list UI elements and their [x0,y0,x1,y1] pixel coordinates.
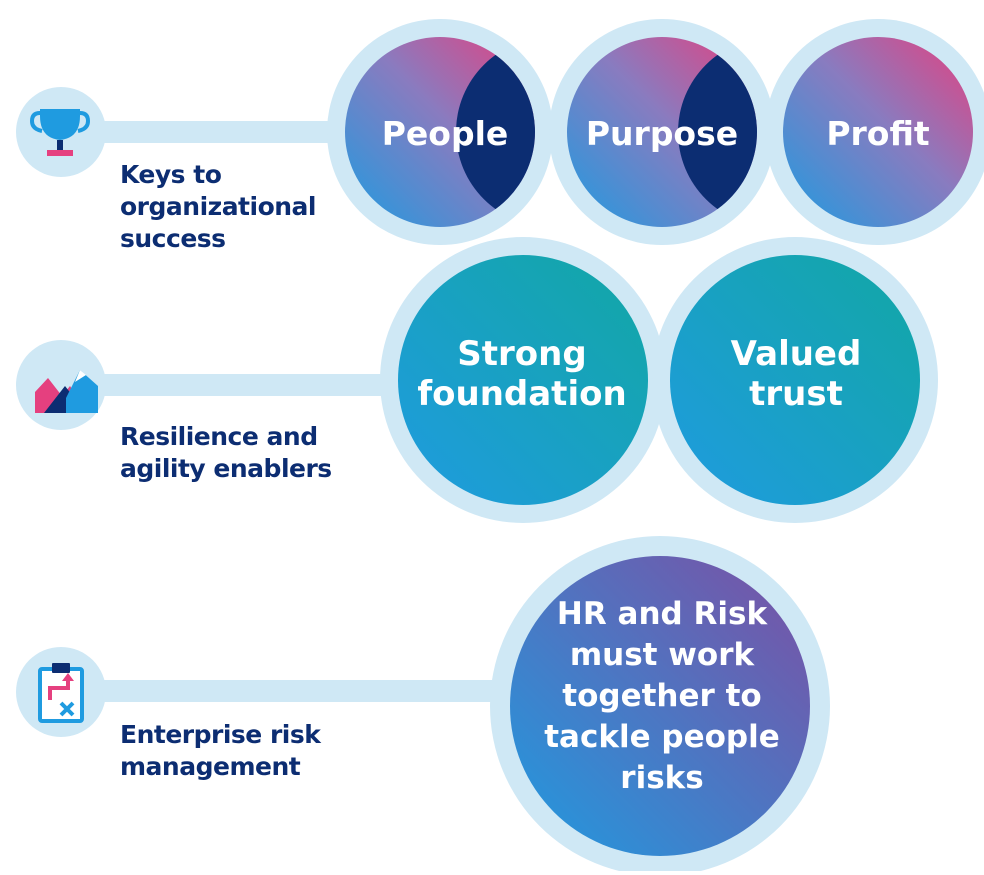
circle-label-purpose-line: Purpose [586,114,738,153]
circle-label-strong-foundation-line: Strong [457,334,586,374]
circle-label-hr-risk-line: tackle people [544,719,780,755]
purpose-profit-overlap [678,37,757,227]
circle-label-valued-trust-line: trust [749,374,843,414]
trophy-icon [29,109,91,156]
circle-label-profit-line: Profit [826,114,930,153]
circle-label-hr-risk-line: must work [570,637,756,673]
profit-circle [783,37,973,227]
circle-label-people-line: People [382,114,509,153]
row1-connector [60,121,360,143]
circle-label-hr-risk-line: HR and Risk [557,596,769,632]
row3-label: Enterprise risk management [120,720,321,781]
row2-connector [60,374,400,396]
circle-label-hr-risk: HR and Risk must work together to tackle pe… [544,596,780,796]
people-purpose-overlap [456,37,535,227]
valued-trust-circle [670,255,920,505]
circle-label-people: People [382,114,509,153]
risk-clipboard-icon [38,663,84,723]
hr-risk-circle [510,556,810,856]
circle-label-hr-risk-line: together to [562,678,761,714]
mountains-icon [35,370,98,413]
circle-label-valued-trust-line: Valued [731,334,862,374]
row3-connector [60,680,530,702]
row2-label: Resilience and agility enablers [120,422,332,483]
circle-label-strong-foundation-line: foundation [417,374,626,414]
row1-label: Keys to organizational success [120,160,317,253]
strong-foundation-circle [398,255,648,505]
circle-label-purpose: Purpose [586,114,738,153]
circle-label-hr-risk-line: risks [620,760,703,796]
circle-label-profit: Profit [826,114,930,153]
